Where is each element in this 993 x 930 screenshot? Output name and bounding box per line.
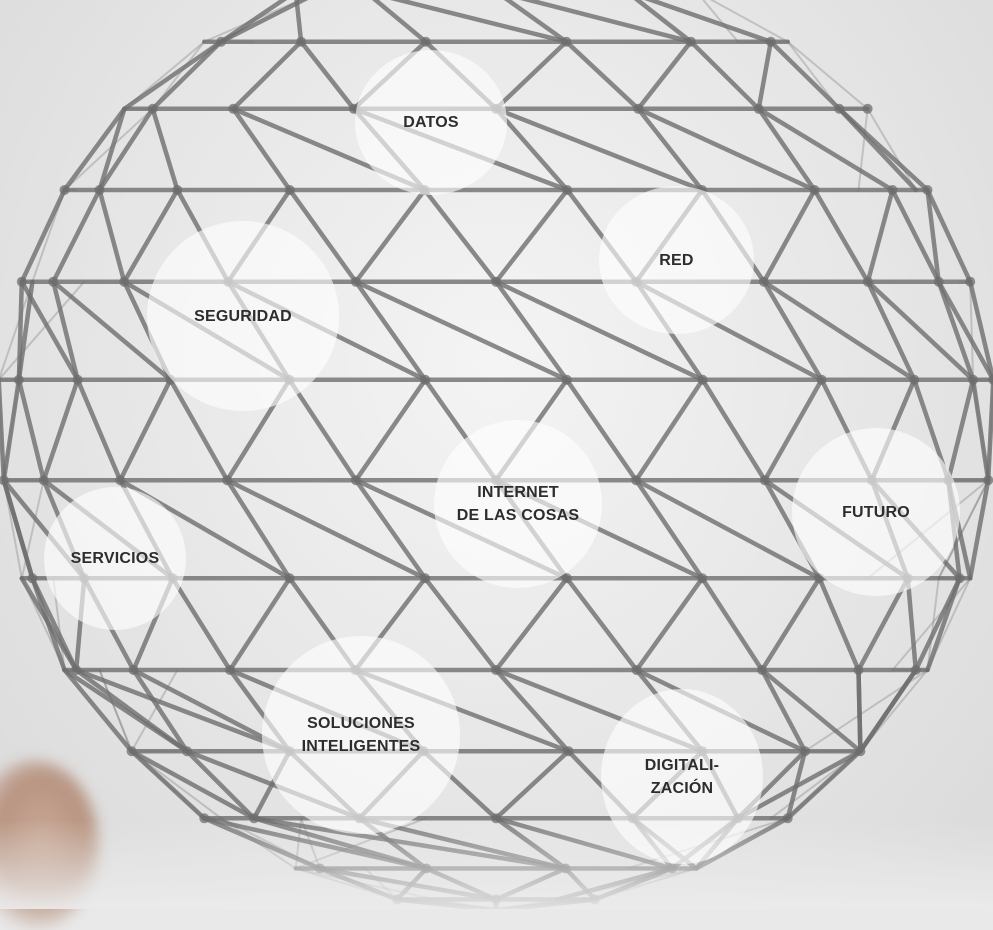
- bubble-internet-label: INTERNET DE LAS COSAS: [456, 484, 580, 524]
- bubble-red[interactable]: RED: [599, 186, 754, 334]
- bubble-datos[interactable]: DATOS: [355, 50, 507, 195]
- bubble-servicios[interactable]: SERVICIOS: [44, 487, 186, 630]
- bubble-futuro[interactable]: FUTURO: [792, 428, 960, 596]
- bubble-red-label: RED: [659, 251, 694, 269]
- bubble-futuro-label: FUTURO: [842, 503, 910, 521]
- bubble-digitalizacion-label: DIGITALI- ZACIÓN: [644, 756, 720, 797]
- bubble-seguridad[interactable]: SEGURIDAD: [147, 221, 339, 411]
- bubble-datos-label: DATOS: [403, 114, 459, 131]
- bubble-digitalizacion[interactable]: DIGITALI- ZACIÓN: [601, 689, 763, 864]
- bubble-soluciones-inteligentes[interactable]: SOLUCIONES INTELIGENTES: [262, 636, 460, 834]
- bubble-servicios-label: SERVICIOS: [70, 550, 160, 567]
- bubble-seguridad-label: SEGURIDAD: [194, 307, 292, 325]
- bubble-internet-de-las-cosas[interactable]: INTERNET DE LAS COSAS: [434, 420, 602, 588]
- bubble-soluciones-label: SOLUCIONES INTELIGENTES: [301, 715, 421, 755]
